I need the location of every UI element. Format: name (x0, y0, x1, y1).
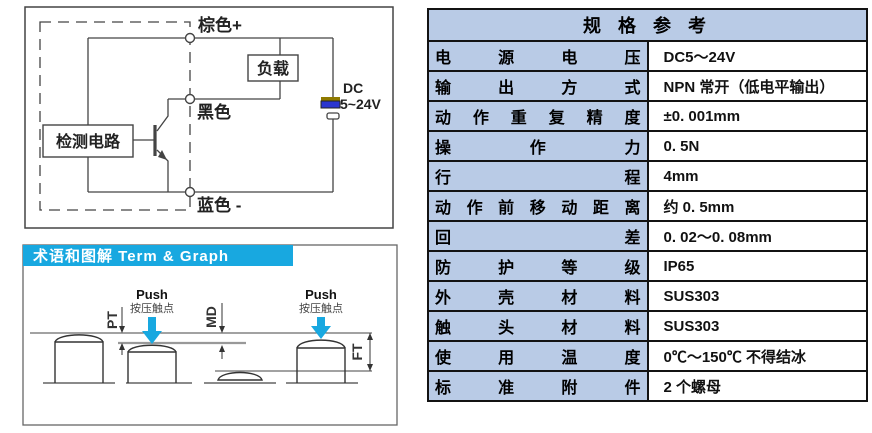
plunger-shapes (54, 334, 346, 383)
spec-value: IP65 (646, 250, 868, 282)
spec-table: 规 格 参 考 电源电压 DC5～24V 输出方式 NPN 常开（低电平输出） … (427, 8, 868, 402)
spec-label: 输出方式 (427, 70, 649, 102)
spec-value: ±0. 001mm (646, 100, 868, 132)
push-label: Push (305, 287, 337, 302)
spec-label: 操作力 (427, 130, 649, 162)
detect-circuit-label: 检测电路 (56, 132, 121, 151)
term-graph-diagram: 术语和图解 Term & Graph (22, 244, 398, 426)
spec-table-body: 电源电压 DC5～24V 输出方式 NPN 常开（低电平输出） 动作重复精度 ±… (427, 40, 868, 402)
pt-label: PT (104, 311, 120, 329)
push-sub-label: 按压触点 (130, 301, 174, 315)
terminal-brown-icon (184, 32, 196, 44)
sensor-dashed-boundary (39, 21, 191, 211)
load-box (247, 54, 299, 82)
spec-label: 行程 (427, 160, 649, 192)
voltage-label: 5~24V (340, 96, 382, 112)
detect-circuit-box (42, 124, 134, 158)
spec-label: 动作前移动距离 (427, 190, 649, 222)
table-row: 使用温度 0℃～150℃ 不得结冰 (427, 340, 868, 372)
spec-label: 标准附件 (427, 370, 649, 402)
blue-wire-label: 蓝色 - (197, 195, 241, 215)
spec-value: NPN 常开（低电平输出） (646, 70, 868, 102)
spec-value: 4mm (646, 160, 868, 192)
table-row: 行程 4mm (427, 160, 868, 192)
battery-icon (320, 97, 341, 120)
spec-value: 0℃～150℃ 不得结冰 (646, 340, 868, 372)
brown-wire-label: 棕色+ (198, 15, 242, 35)
terminal-blue-icon (184, 186, 196, 198)
table-row: 电源电压 DC5～24V (427, 40, 868, 72)
plunger-free (54, 334, 104, 383)
emitter-arrow-icon (158, 150, 167, 160)
pt-dimension: PT (104, 307, 125, 355)
term-graph-banner (23, 245, 293, 266)
md-dimension: MD (203, 303, 225, 359)
plunger-release (296, 339, 346, 383)
table-row: 标准附件 2 个螺母 (427, 370, 868, 402)
black-wire-label: 黑色 (197, 102, 231, 122)
push-arrow-icon (311, 317, 331, 339)
spec-value: DC5～24V (646, 40, 868, 72)
table-row: 操作力 0. 5N (427, 130, 868, 162)
push-sub-label: 按压触点 (299, 301, 343, 315)
load-label: 负载 (257, 59, 289, 78)
spec-value: SUS303 (646, 310, 868, 342)
spec-label: 外壳材料 (427, 280, 649, 312)
terminal-black-icon (184, 93, 196, 105)
spec-label: 电源电压 (427, 40, 649, 72)
spec-label: 使用温度 (427, 340, 649, 372)
dc-label: DC (343, 80, 363, 96)
table-row: 触头材料 SUS303 (427, 310, 868, 342)
table-row: 外壳材料 SUS303 (427, 280, 868, 312)
terminal-nodes (184, 32, 196, 198)
spec-table-title: 规 格 参 考 (427, 8, 868, 42)
term-graph-banner-title: 术语和图解 Term & Graph (33, 247, 229, 265)
spec-label: 触头材料 (427, 310, 649, 342)
spec-value: 约 0. 5mm (646, 190, 868, 222)
ft-dimension: FT (349, 333, 373, 371)
table-row: 防护等级 IP65 (427, 250, 868, 282)
table-row: 回差 0. 02～0. 08mm (427, 220, 868, 252)
spec-value: 2 个螺母 (646, 370, 868, 402)
spec-label: 防护等级 (427, 250, 649, 282)
table-row: 输出方式 NPN 常开（低电平输出） (427, 70, 868, 102)
spec-value: 0. 02～0. 08mm (646, 220, 868, 252)
table-row: 动作重复精度 ±0. 001mm (427, 100, 868, 132)
table-row: 动作前移动距离 约 0. 5mm (427, 190, 868, 222)
wiring-circuit-diagram: 检测电路 负载 棕色+ 黑色 蓝色 - DC 5~24V (24, 6, 394, 229)
push-label: Push (136, 287, 168, 302)
spec-value: SUS303 (646, 280, 868, 312)
ft-label: FT (349, 343, 365, 361)
md-label: MD (203, 306, 219, 328)
spec-label: 动作重复精度 (427, 100, 649, 132)
plunger-full-press (217, 371, 263, 381)
spec-value: 0. 5N (646, 130, 868, 162)
spec-label: 回差 (427, 220, 649, 252)
plunger-pretravel (127, 344, 177, 383)
spec-table-header-row: 规 格 参 考 (427, 8, 868, 42)
push-arrow-icon (142, 317, 162, 344)
